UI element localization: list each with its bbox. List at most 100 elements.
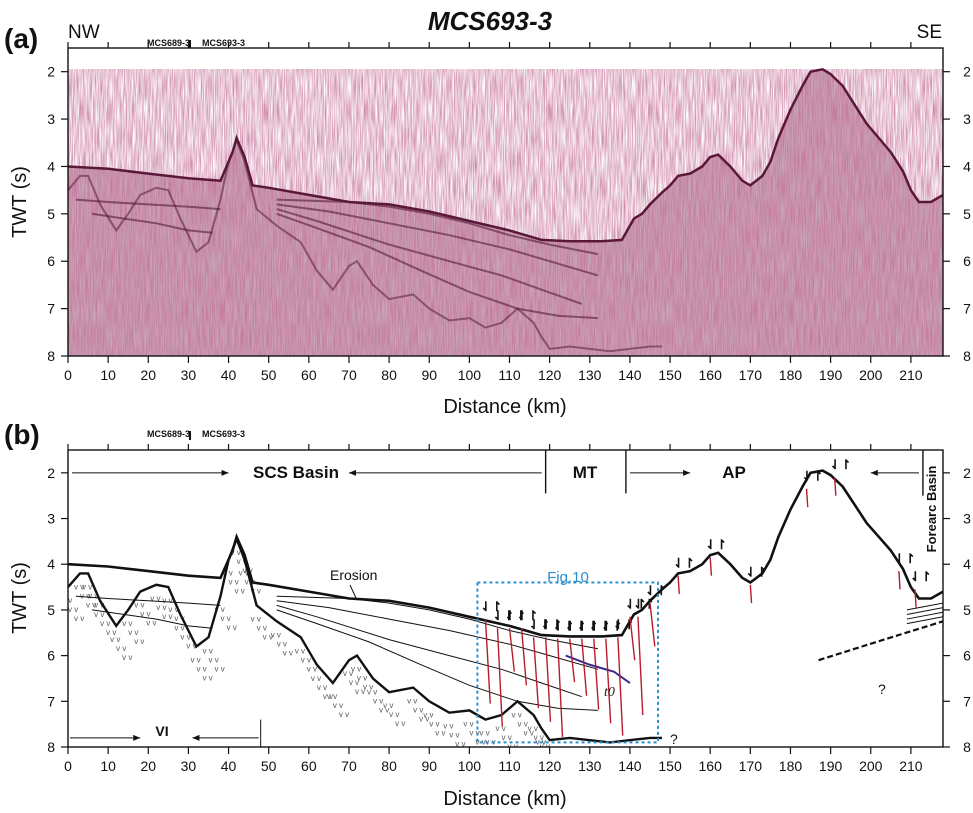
y-tick-label: 5 — [47, 206, 55, 222]
forearc-strata — [906, 607, 943, 615]
volcanic-hatch: v v — [231, 548, 241, 557]
fault-symbol: ⇃↾ — [802, 469, 824, 484]
plot-frame — [67, 47, 944, 357]
vi-arrow-left-head — [133, 734, 141, 741]
fault-symbol: ⇃↾ — [529, 617, 551, 632]
x-tick-label: 80 — [381, 367, 397, 383]
volcanic-hatch: v v — [180, 632, 190, 641]
volcanic-hatch: v v — [485, 738, 495, 747]
fault-symbol: ⇃↾ — [625, 596, 647, 611]
y-tick-label: 7 — [47, 301, 55, 317]
volcanic-hatch: v v — [479, 729, 489, 738]
x-tick-label: 210 — [899, 367, 923, 383]
seismic-image — [68, 67, 943, 356]
panel-a-label: (a) — [4, 23, 38, 54]
volcanic-hatch: v v — [357, 674, 367, 683]
volcanic-hatch: v v — [223, 569, 233, 578]
fault-symbol: ⇃↾ — [745, 565, 767, 580]
volcanic-hatch: v v — [301, 655, 311, 664]
volcanic-hatch: v v — [94, 600, 104, 609]
fault-symbol: ⇃↾ — [645, 583, 667, 598]
y-tick-label: 8 — [47, 739, 55, 755]
interpreted-horizon — [276, 609, 598, 711]
volcanic-hatch: v v — [534, 733, 544, 742]
volcanic-hatch: v v — [413, 706, 423, 715]
volcanic-hatch: v v — [214, 664, 224, 673]
erosion-label: Erosion — [330, 567, 377, 583]
volcanic-hatch: v v — [150, 594, 160, 603]
volcanic-hatch: v v — [277, 639, 287, 648]
volcanic-hatch: v v — [423, 710, 433, 719]
volcanic-hatch: v v — [379, 705, 389, 714]
x-tick-label: 100 — [458, 758, 482, 774]
volcanic-hatch: v v — [237, 557, 247, 566]
x-tick-label: 0 — [64, 367, 72, 383]
volcanic-hatch: v v — [122, 619, 132, 628]
volcanic-hatch: v v — [68, 605, 78, 614]
x-tick-label: 60 — [301, 367, 317, 383]
y-tick-label: 6 — [47, 253, 55, 269]
x-tick-label: 70 — [341, 758, 357, 774]
volcanic-hatch: v v — [94, 610, 104, 619]
seismic-reflector — [276, 203, 599, 277]
question-mark-1: ? — [878, 681, 886, 697]
volcanic-hatch: v v — [162, 596, 172, 605]
figure-title: MCS693-3 — [428, 6, 553, 36]
y-tick-label: 5 — [47, 602, 55, 618]
y-tick-label: 4 — [47, 556, 55, 572]
volcanic-hatch: v v — [86, 600, 96, 609]
volcanic-hatch: v v — [221, 614, 231, 623]
x-tick-label: 110 — [498, 758, 521, 774]
x-tick-label: 120 — [538, 758, 562, 774]
fault-symbol: ⇃↾ — [565, 618, 587, 633]
volcanic-hatch: v v — [501, 733, 511, 742]
x-tick-label: 20 — [140, 367, 156, 383]
nw-direction-label: NW — [68, 22, 100, 43]
x-tick-label: 70 — [341, 367, 357, 383]
y-tick-label: 3 — [47, 111, 55, 127]
volcanic-hatch: v v — [355, 687, 365, 696]
scs-arrow-right-head — [348, 469, 356, 476]
volcanic-hatch: v v — [146, 619, 156, 628]
x-tick-label: 30 — [181, 367, 197, 383]
fault-symbol: ⇃↾ — [830, 457, 852, 472]
volcanic-hatch: v v — [327, 692, 337, 701]
volcanic-hatch: v v — [174, 623, 184, 632]
volcanic-hatch: v v — [134, 601, 144, 610]
y-tick-label-right: 3 — [963, 511, 971, 527]
volcanic-hatch: v v — [202, 646, 212, 655]
volcanic-hatch: v v — [333, 701, 343, 710]
volcanic-hatch: v v — [307, 664, 317, 673]
volcanic-hatch: v v — [351, 665, 361, 674]
volcanic-hatch: v v — [311, 674, 321, 683]
volcanic-hatch: v v — [140, 610, 150, 619]
crossing-line-label-1b: MCS689-3 — [147, 429, 190, 439]
x-tick-label: 200 — [859, 367, 883, 383]
seafloor-line — [68, 469, 943, 638]
volcanic-hatch: v v — [373, 696, 383, 705]
y-tick-label: 8 — [47, 348, 55, 364]
volcanic-hatch: v v — [283, 648, 293, 657]
volcanic-hatch: v v — [407, 697, 417, 706]
fault-symbol: ⇃↾ — [910, 569, 932, 584]
x-tick-label: 160 — [699, 758, 723, 774]
volcanic-hatch: v v — [363, 683, 373, 692]
fault-symbol: ⇃↾ — [541, 617, 563, 632]
y-tick-label: 4 — [47, 158, 55, 174]
fault-symbol: ⇃↾ — [517, 608, 539, 623]
volcanic-hatch: v v — [518, 719, 528, 728]
question-mark-2: ? — [670, 731, 678, 747]
fault-symbol: ⇃↾ — [613, 617, 635, 632]
x-tick-label: 170 — [739, 367, 763, 383]
volcanic-hatch: v v — [544, 749, 554, 758]
fault-line — [556, 638, 564, 737]
crossing-line-label-1: MCS689-3 — [147, 38, 190, 48]
interpreted-horizon — [92, 609, 213, 629]
fault-line — [484, 619, 491, 704]
volcanic-hatch: v v — [239, 569, 249, 578]
volcanic-hatch: v v — [235, 587, 245, 596]
x-tick-label: 30 — [181, 758, 197, 774]
volcanic-hatch: v v — [128, 628, 138, 637]
